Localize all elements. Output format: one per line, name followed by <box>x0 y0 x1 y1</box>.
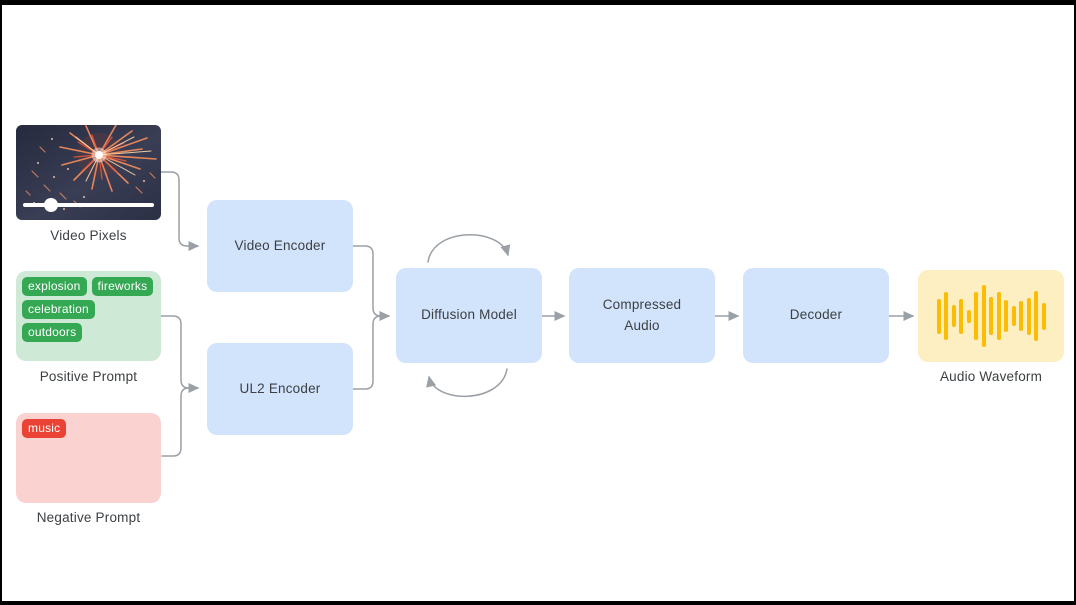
letterbox-bottom <box>0 601 1076 605</box>
prompt-tag-fireworks: fireworks <box>91 277 154 296</box>
letterbox-top <box>0 0 1076 5</box>
waveform-bar <box>951 305 956 327</box>
waveform-bar <box>944 292 948 340</box>
waveform-bar <box>974 292 978 340</box>
letterbox-right <box>1074 0 1076 605</box>
video-pixels-label: Video Pixels <box>50 228 127 243</box>
node-video-encoder: Video Encoder <box>207 200 353 292</box>
node-label: Video Encoder <box>234 237 326 253</box>
waveform-bar <box>1011 306 1016 326</box>
node-label: UL2 Encoder <box>239 380 321 396</box>
prompt-tag-explosion: explosion <box>22 277 87 296</box>
negative-prompt-label: Negative Prompt <box>36 510 141 525</box>
node-diffusion-model: Diffusion Model <box>396 268 542 363</box>
waveform-bar <box>1004 300 1008 332</box>
positive-prompt-box: explosion fireworks celebration outdoors <box>16 271 161 361</box>
node-label: Compressed Audio <box>602 297 682 333</box>
waveform-bar <box>1041 302 1046 330</box>
node-compressed-audio: Compressed Audio <box>569 268 715 363</box>
audio-waveform-box <box>918 270 1064 362</box>
positive-prompt-label: Positive Prompt <box>39 369 138 384</box>
waveform-bar <box>1026 297 1031 335</box>
node-ul2-encoder: UL2 Encoder <box>207 343 353 435</box>
letterbox-left <box>0 0 2 605</box>
node-decoder: Decoder <box>743 268 889 363</box>
node-label: Decoder <box>789 307 843 323</box>
waveform-bar <box>936 298 941 334</box>
prompt-tag-celebration: celebration <box>22 300 95 319</box>
waveform-bar <box>996 292 1001 340</box>
audio-waveform-label: Audio Waveform <box>939 369 1043 384</box>
waveform-bar <box>1034 291 1038 341</box>
node-label: Diffusion Model <box>421 307 517 323</box>
waveform-bar <box>981 285 986 347</box>
prompt-tag-outdoors: outdoors <box>22 323 83 342</box>
waveform-bar <box>966 309 971 323</box>
video-progress-knob[interactable] <box>44 198 58 212</box>
waveform-bar <box>989 297 993 335</box>
prompt-tag-music: music <box>22 419 67 438</box>
waveform-bar <box>1019 301 1023 331</box>
waveform-icon <box>936 285 1046 347</box>
video-thumbnail <box>16 125 161 220</box>
negative-prompt-box: music <box>16 413 161 503</box>
fireworks-image <box>16 125 161 220</box>
video-progress-bar[interactable] <box>23 203 154 207</box>
waveform-bar <box>959 298 963 334</box>
